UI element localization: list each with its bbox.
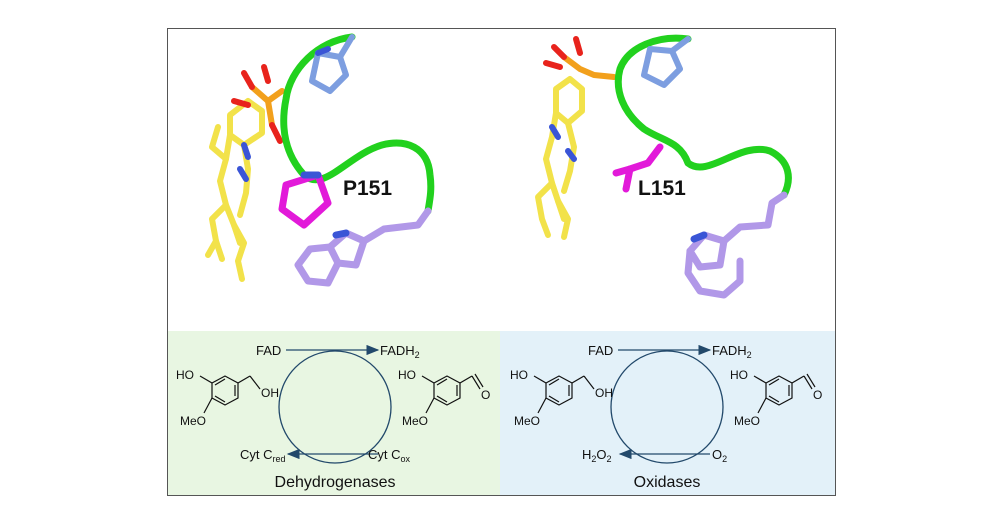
oxidases-title: Oxidases <box>634 474 701 491</box>
dh-right-meo: MeO <box>402 414 428 428</box>
ox-left-ho: HO <box>510 368 528 382</box>
dh-cyt-ox: Cyt Cox <box>368 447 411 464</box>
phosphate-left <box>249 84 285 128</box>
oxygen-left <box>231 64 283 144</box>
tryptophan-right-nitrogen <box>690 231 708 243</box>
ox-left-meo: MeO <box>514 414 540 428</box>
dh-alcohol-structure <box>199 375 261 414</box>
panel-dehydrogenases <box>168 331 500 495</box>
label-p151: P151 <box>343 177 392 200</box>
oxidases-cycle <box>610 344 724 464</box>
flavin-right-nitrogen <box>549 124 577 162</box>
ox-alcohol-structure <box>533 375 595 414</box>
ox-aldehyde-structure <box>753 373 816 414</box>
ox-fadh2: FADH2 <box>712 343 752 360</box>
ox-right-meo: MeO <box>734 414 760 428</box>
ox-o2: O2 <box>712 447 727 464</box>
dh-fad: FAD <box>256 343 281 358</box>
ox-right-ho: HO <box>730 368 748 382</box>
tryptophan-right <box>684 191 788 299</box>
dh-cyt-red: Cyt Cred <box>240 447 286 464</box>
label-l151: L151 <box>638 177 686 200</box>
ox-left-oh: OH <box>595 386 613 400</box>
figure-panel: P151 <box>167 28 836 496</box>
ox-fad: FAD <box>588 343 613 358</box>
tryptophan-left <box>294 207 432 287</box>
panel-oxidases <box>500 331 835 495</box>
structure-l151 <box>535 34 792 299</box>
dh-right-ho: HO <box>398 368 416 382</box>
tryptophan-left-nitrogen <box>332 229 350 239</box>
ox-h2o2: H2O2 <box>582 447 612 464</box>
oxygen-right <box>543 36 583 70</box>
histidine-left <box>309 34 355 94</box>
dh-fadh2: FADH2 <box>380 343 420 360</box>
dh-right-o: O <box>481 388 490 402</box>
dh-aldehyde-structure <box>421 373 484 414</box>
dh-left-meo: MeO <box>180 414 206 428</box>
histidine-left-nitrogen <box>315 46 331 56</box>
histidine-right <box>641 36 691 88</box>
backbone-right <box>614 34 792 199</box>
figure-svg: P151 <box>168 33 835 495</box>
flavin-left <box>205 98 265 282</box>
dehydrogenases-cycle <box>278 344 392 464</box>
dh-left-oh: OH <box>261 386 279 400</box>
structure-p151 <box>205 33 435 287</box>
proline-p151 <box>278 171 332 229</box>
phosphate-right <box>561 54 617 80</box>
dh-left-ho: HO <box>176 368 194 382</box>
backbone-left <box>280 33 435 215</box>
dehydrogenases-title: Dehydrogenases <box>275 474 396 491</box>
ox-right-o: O <box>813 388 822 402</box>
flavin-left-nitrogen <box>237 142 251 182</box>
leucine-l151 <box>612 143 664 193</box>
